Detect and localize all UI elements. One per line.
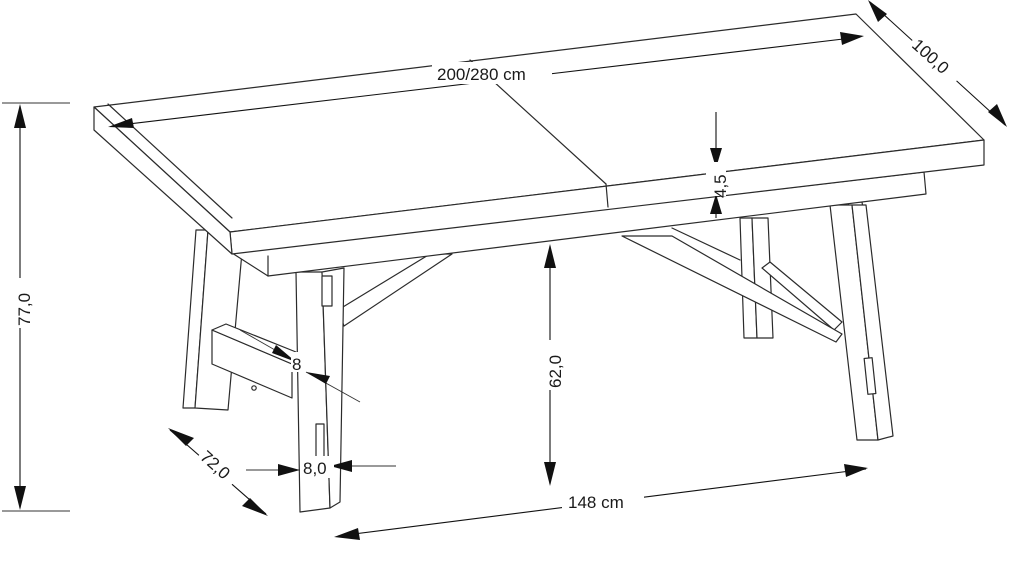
dimension-leg-width: 8,0 <box>246 456 396 478</box>
leg-thickness-label: 8 <box>292 355 301 374</box>
right-front-leg <box>829 204 894 441</box>
dimension-total-height: 77,0 <box>2 102 70 512</box>
right-trestle-stretcher <box>621 227 843 343</box>
clearance-label: 62,0 <box>546 355 565 388</box>
dimension-top-thickness: 4,5 <box>706 112 730 218</box>
dimension-base-depth: 72,0 <box>168 428 268 516</box>
leg-width-label: 8,0 <box>303 459 327 478</box>
total-height-label: 77,0 <box>15 293 34 326</box>
tabletop <box>93 13 985 255</box>
dimension-leg-span: 148 cm <box>334 464 868 540</box>
dimension-length: 200/280 cm <box>108 32 864 128</box>
dimension-leg-thickness: 8 <box>239 329 361 403</box>
left-back-leg <box>182 229 243 411</box>
left-front-leg <box>295 267 345 513</box>
length-label: 200/280 cm <box>437 65 526 84</box>
leg-span-label: 148 cm <box>568 493 624 512</box>
top-thickness-label: 4,5 <box>711 174 730 198</box>
dimension-clearance: 62,0 <box>540 244 565 486</box>
